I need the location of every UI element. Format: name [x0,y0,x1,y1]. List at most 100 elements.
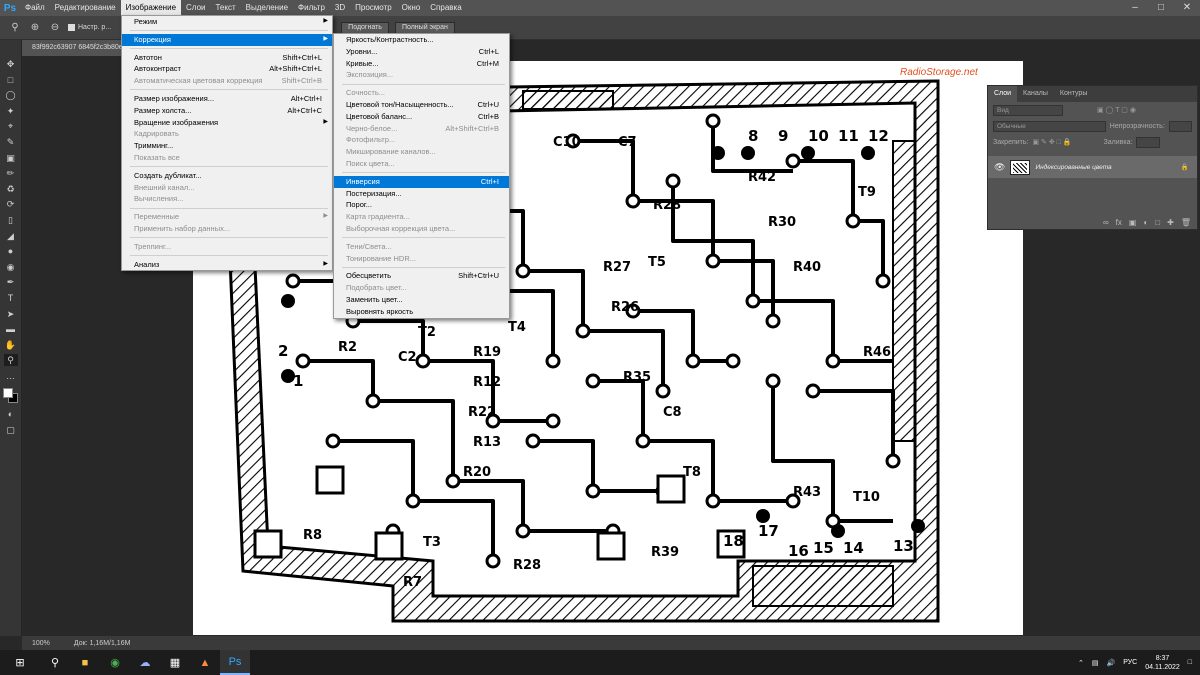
menu-edit[interactable]: Редактирование [54,3,116,12]
zoom-tool-icon[interactable]: ⚲ [11,21,19,33]
menu-view[interactable]: Просмотр [355,3,392,12]
adjustments-item-25[interactable]: Выровнять яркость [334,306,509,318]
language-indicator[interactable]: РУС [1123,659,1138,666]
zoom-out-icon[interactable]: ⊖ [50,21,60,33]
image-menu-item-9[interactable]: Размер холста...Alt+Ctrl+C [122,105,332,117]
history-brush-tool-icon[interactable]: ⟳ [6,199,15,210]
opacity-field[interactable] [1168,120,1192,132]
tab-channels[interactable]: Каналы [1023,90,1048,97]
menu-help[interactable]: Справка [430,3,462,12]
screen-mode-icon[interactable]: ▢ [6,424,15,435]
filter-icons[interactable]: ▣ ◯ T ▢ ◉ [1097,107,1136,114]
adjustments-item-16[interactable]: Карта градиента... [334,211,509,223]
adjustments-item-10[interactable]: Микширование каналов... [334,146,509,158]
file-explorer-icon[interactable]: ■ [81,656,89,669]
image-menu-item-22[interactable]: Треппинг... [122,241,332,253]
adjustments-item-20[interactable]: Тонирование HDR... [334,253,509,265]
image-menu-item-19[interactable]: Переменные▶ [122,211,332,223]
menu-window[interactable]: Окно [401,3,421,12]
eraser-tool-icon[interactable]: ▯ [8,214,13,225]
image-menu-item-10[interactable]: Вращение изображения▶ [122,117,332,129]
marquee-tool-icon[interactable]: □ [7,74,14,85]
link-layers-icon[interactable]: ∞ [1102,217,1109,227]
tab-layers[interactable]: Слои [988,86,1018,102]
adjustments-item-2[interactable]: Кривые...Ctrl+M [334,58,509,70]
image-menu-item-12[interactable]: Тримминг... [122,140,332,152]
adjustments-item-11[interactable]: Поиск цвета... [334,158,509,170]
image-menu-item-11[interactable]: Кадрировать [122,128,332,140]
adjustments-item-7[interactable]: Цветовой баланс...Ctrl+B [334,111,509,123]
kind-filter[interactable]: Вид [993,104,1063,116]
adjustments-item-24[interactable]: Заменить цвет... [334,294,509,306]
fx-icon[interactable]: fx [1115,217,1122,227]
image-menu-item-20[interactable]: Применить набор данных... [122,223,332,235]
network-icon[interactable]: ▤ [1091,659,1099,667]
close-icon[interactable]: ✕ [1182,2,1192,13]
photoshop-taskbar-icon[interactable]: Ps [220,650,250,675]
resize-windows-checkbox[interactable]: Настр. р... [68,24,111,31]
image-menu-item-2[interactable]: Коррекция▶ [122,33,332,46]
minimize-icon[interactable]: – [1132,2,1138,13]
layer-row[interactable]: 👁 Индексированные цвета 🔒 [988,156,1197,178]
image-menu-item-17[interactable]: Вычисления... [122,193,332,205]
more-tools-icon[interactable]: … [6,370,15,381]
menu-image[interactable]: Изображение [120,0,182,16]
image-menu-item-0[interactable]: Режим▶ [122,16,332,28]
fill-field[interactable] [1136,136,1161,148]
layer-name[interactable]: Индексированные цвета [1035,163,1112,171]
lock-icons[interactable]: ▣ ✎ ✥ □ 🔒 [1032,139,1072,146]
rectangle-tool-icon[interactable]: ▬ [6,324,15,335]
zoom-level[interactable]: 100% [32,639,50,647]
adjustments-item-17[interactable]: Выборочная коррекция цвета... [334,223,509,235]
menu-type[interactable]: Текст [215,3,236,12]
paint-icon[interactable]: ▲ [199,656,211,669]
image-menu-item-16[interactable]: Внешний канал... [122,182,332,194]
move-tool-icon[interactable]: ✥ [6,59,15,69]
app-icon[interactable]: ☁ [139,657,151,669]
document-tab[interactable]: 83f992c63907 6845f2c3b80e3... [22,40,122,56]
notifications-icon[interactable]: □ [1187,659,1192,666]
fit-screen-button[interactable]: Подогнать [341,21,389,34]
start-icon[interactable]: ⊞ [15,657,25,669]
calculator-icon[interactable]: ▦ [169,657,181,669]
menu-filter[interactable]: Фильтр [298,3,325,12]
healing-tool-icon[interactable]: ▣ [6,152,15,163]
lasso-tool-icon[interactable]: ◯ [5,90,16,101]
delete-layer-icon[interactable]: 🗑 [1180,217,1191,227]
adjustments-item-5[interactable]: Сочность... [334,87,509,99]
adjustments-item-1[interactable]: Уровни...Ctrl+L [334,46,509,58]
gradient-tool-icon[interactable]: ◢ [7,230,14,241]
dodge-tool-icon[interactable]: ◉ [6,261,15,272]
hand-tool-icon[interactable]: ✋ [4,339,17,350]
zoom-tool-icon[interactable]: ⚲ [3,354,18,367]
quick-select-tool-icon[interactable]: ✦ [6,105,15,116]
image-menu-item-24[interactable]: Анализ▶ [122,259,332,271]
eyedropper-tool-icon[interactable]: ✎ [6,136,15,147]
stamp-tool-icon[interactable]: ♻ [6,183,15,194]
adjustment-layer-icon[interactable]: ◐ [1143,217,1149,227]
adjustments-item-8[interactable]: Черно-белое...Alt+Shift+Ctrl+B [334,123,509,135]
volume-icon[interactable]: 🔊 [1106,659,1116,667]
menu-layers[interactable]: Слои [186,3,206,12]
zoom-in-icon[interactable]: ⊕ [30,21,40,33]
adjustments-item-0[interactable]: Яркость/Контрастность... [334,34,509,46]
image-menu-item-8[interactable]: Размер изображения...Alt+Ctrl+I [122,93,332,105]
pen-tool-icon[interactable]: ✒ [6,277,15,288]
image-menu-item-15[interactable]: Создать дубликат... [122,170,332,182]
menu-3d[interactable]: 3D [334,3,346,12]
visibility-eye-icon[interactable]: 👁 [994,161,1006,172]
foreground-color[interactable] [2,388,13,399]
quick-mask-icon[interactable]: ◐ [7,409,14,420]
tab-paths[interactable]: Контуры [1059,90,1088,97]
adjustments-item-15[interactable]: Порог... [334,199,509,211]
adjustments-item-19[interactable]: Тени/Света... [334,241,509,253]
blur-tool-icon[interactable]: ● [7,246,14,257]
group-icon[interactable]: □ [1155,217,1161,227]
tray-chevron-icon[interactable]: ⌃ [1078,659,1084,667]
blend-mode-select[interactable]: Обычные [993,120,1106,132]
menu-select[interactable]: Выделение [245,3,289,12]
background-color[interactable] [7,393,18,404]
